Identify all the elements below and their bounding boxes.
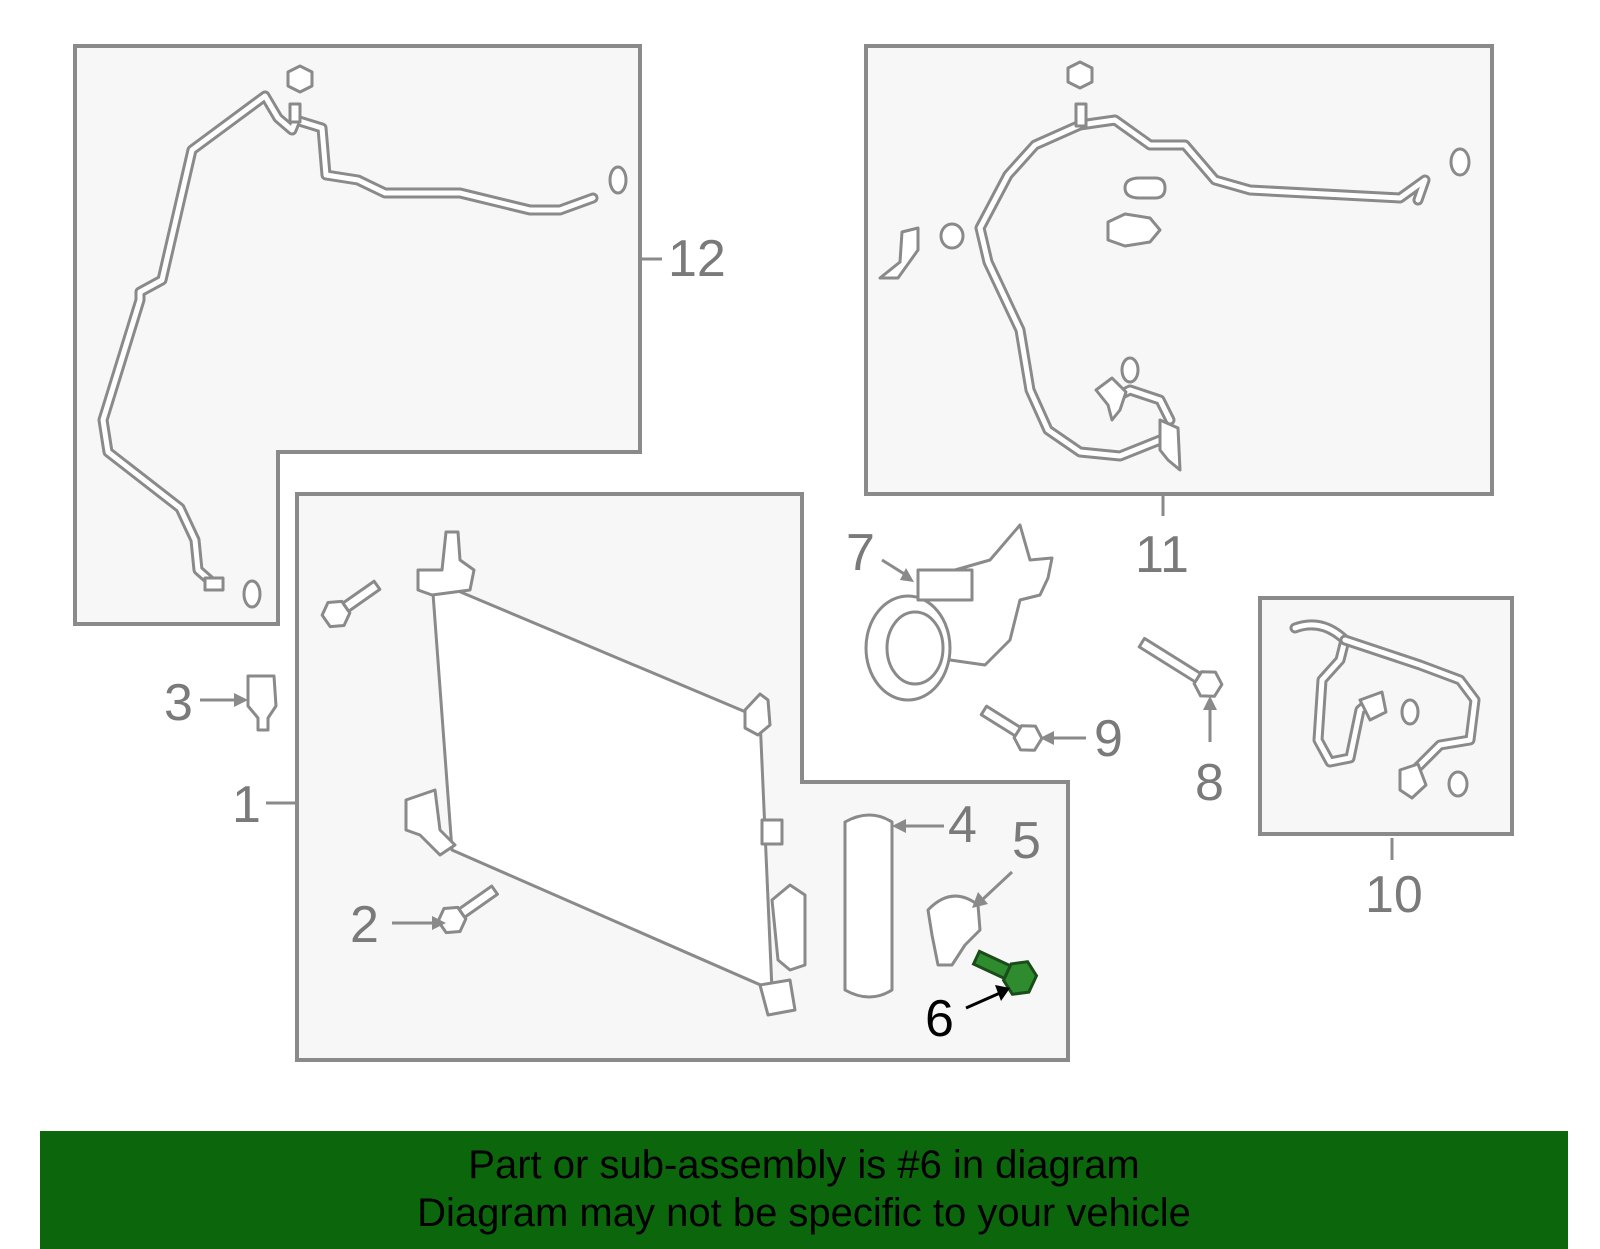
callout-9: 9	[1094, 710, 1123, 768]
fitting-icon	[1358, 690, 1388, 722]
clip-icon	[1106, 212, 1162, 248]
box-10-pressure-tube: 10	[1258, 596, 1514, 924]
o-ring-icon	[242, 579, 262, 609]
info-banner: Part or sub-assembly is #6 in diagram Di…	[40, 1131, 1568, 1249]
box-11-hose-assembly: 11	[864, 44, 1494, 584]
callout-6: 6	[925, 990, 954, 1048]
clip-icon	[760, 818, 784, 846]
pressure-switch-3: 3	[164, 674, 278, 732]
bracket-5-icon	[926, 894, 982, 967]
grommet-icon	[1123, 176, 1167, 200]
box-12-liquid-line: 12	[73, 44, 726, 626]
banner-line-1: Part or sub-assembly is #6 in diagram	[468, 1143, 1140, 1187]
mount-bracket-icon	[758, 978, 797, 1017]
callout-5: 5	[1012, 812, 1041, 870]
callout-12: 12	[668, 230, 726, 288]
bolt-6-icon	[971, 949, 1039, 996]
compressor-mount-icon	[916, 568, 974, 602]
callout-4: 4	[948, 796, 977, 854]
o-ring-icon	[939, 222, 965, 250]
receiver-bracket-icon	[770, 883, 807, 972]
mount-bracket-icon	[743, 692, 772, 737]
callout-3: 3	[164, 674, 193, 732]
callout-11: 11	[1135, 526, 1189, 584]
mount-bracket-icon	[416, 530, 476, 597]
callout-7: 7	[846, 524, 875, 582]
callout-10: 10	[1365, 866, 1423, 924]
fitting-icon	[203, 576, 225, 592]
service-port-icon	[288, 102, 302, 124]
cap-nut-icon	[1066, 60, 1094, 90]
o-ring-icon	[1447, 770, 1469, 798]
banner-line-2: Diagram may not be specific to your vehi…	[417, 1191, 1191, 1235]
bolt-2-icon	[436, 884, 499, 935]
callout-2: 2	[350, 896, 379, 954]
receiver-drier-icon	[843, 813, 894, 999]
compressor-7: 7	[846, 523, 1054, 702]
bolt-icon-top	[320, 579, 382, 629]
o-ring-icon	[1120, 356, 1140, 384]
o-ring-icon	[1449, 147, 1471, 177]
o-ring-icon	[608, 165, 628, 195]
bolt-8: 8	[1137, 636, 1224, 812]
bracket-icon	[878, 226, 920, 280]
fitting-icon	[1398, 762, 1428, 800]
bolt-9: 9	[979, 704, 1123, 768]
service-port-icon	[1074, 102, 1088, 128]
bracket-icon	[1094, 376, 1128, 422]
mount-bracket-icon	[404, 788, 457, 857]
fitting-icon	[1158, 418, 1182, 472]
cap-nut-icon	[286, 64, 314, 94]
callout-1: 1	[232, 776, 261, 834]
box-1-condenser: 1 2 4 5 6	[232, 492, 1070, 1062]
o-ring-icon	[1400, 698, 1420, 726]
callout-8: 8	[1195, 754, 1224, 812]
